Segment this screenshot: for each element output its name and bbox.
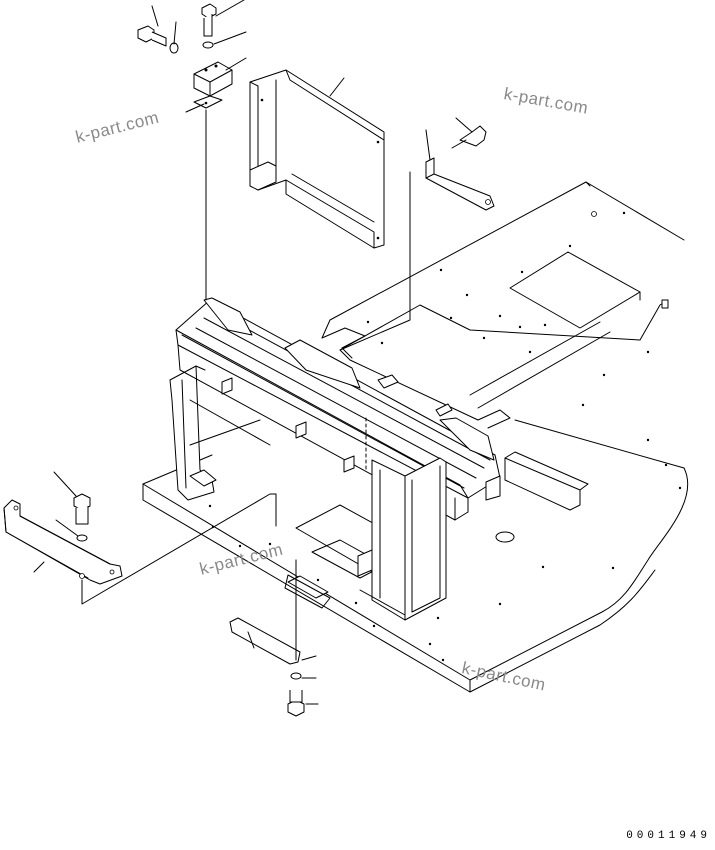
leader-lines [33,0,473,705]
right-bracket [339,125,495,351]
floor-cover-plate [321,327,366,359]
left-lower-plate [3,493,277,605]
console-left-leg [169,365,271,501]
drawing-number: 00011949 [626,830,711,842]
bottom-bracket [229,559,305,717]
console-pedestal [357,457,447,621]
top-bracket [137,3,233,301]
floor-holes [208,211,682,662]
console-beam [175,297,501,521]
upper-cover-panel [249,69,385,249]
